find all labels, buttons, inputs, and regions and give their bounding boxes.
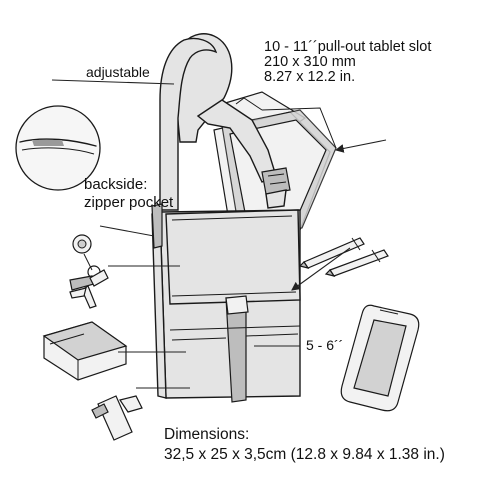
tablet-slot-mm: 210 x 310 mm bbox=[264, 54, 356, 70]
phone-pocket-label: 5 - 6´´ bbox=[306, 337, 344, 353]
leader-lines bbox=[51, 79, 387, 389]
smartphone-illustration bbox=[340, 304, 420, 412]
usb-stick-illustration bbox=[91, 395, 143, 441]
back-pocket-label: backside: zipper pocket bbox=[84, 176, 173, 212]
tablet-slot-title: 10 - 11´´pull-out tablet slot bbox=[264, 39, 432, 55]
strap-label: adjustable bbox=[86, 64, 150, 80]
wallet-illustration bbox=[42, 321, 128, 381]
back-pocket-line1: backside: bbox=[84, 176, 148, 193]
bag-body bbox=[151, 203, 301, 403]
back-pocket-line2: zipper pocket bbox=[84, 194, 174, 211]
tablet-slot-label: 10 - 11´´pull-out tablet slot 210 x 310 … bbox=[264, 40, 431, 85]
tablet-slot-inches: 8.27 x 12.2 in. bbox=[264, 69, 356, 85]
shoulder-strap bbox=[159, 33, 291, 211]
pens-illustration bbox=[298, 237, 389, 277]
dimensions-values: 32,5 x 25 x 3,5cm (12.8 x 9.84 x 1.38 in… bbox=[164, 446, 445, 463]
keys-illustration bbox=[69, 234, 109, 309]
dimensions-label: Dimensions: 32,5 x 25 x 3,5cm (12.8 x 9.… bbox=[164, 425, 445, 465]
dimensions-title: Dimensions: bbox=[164, 426, 250, 443]
zipper-pocket-detail bbox=[15, 105, 101, 191]
